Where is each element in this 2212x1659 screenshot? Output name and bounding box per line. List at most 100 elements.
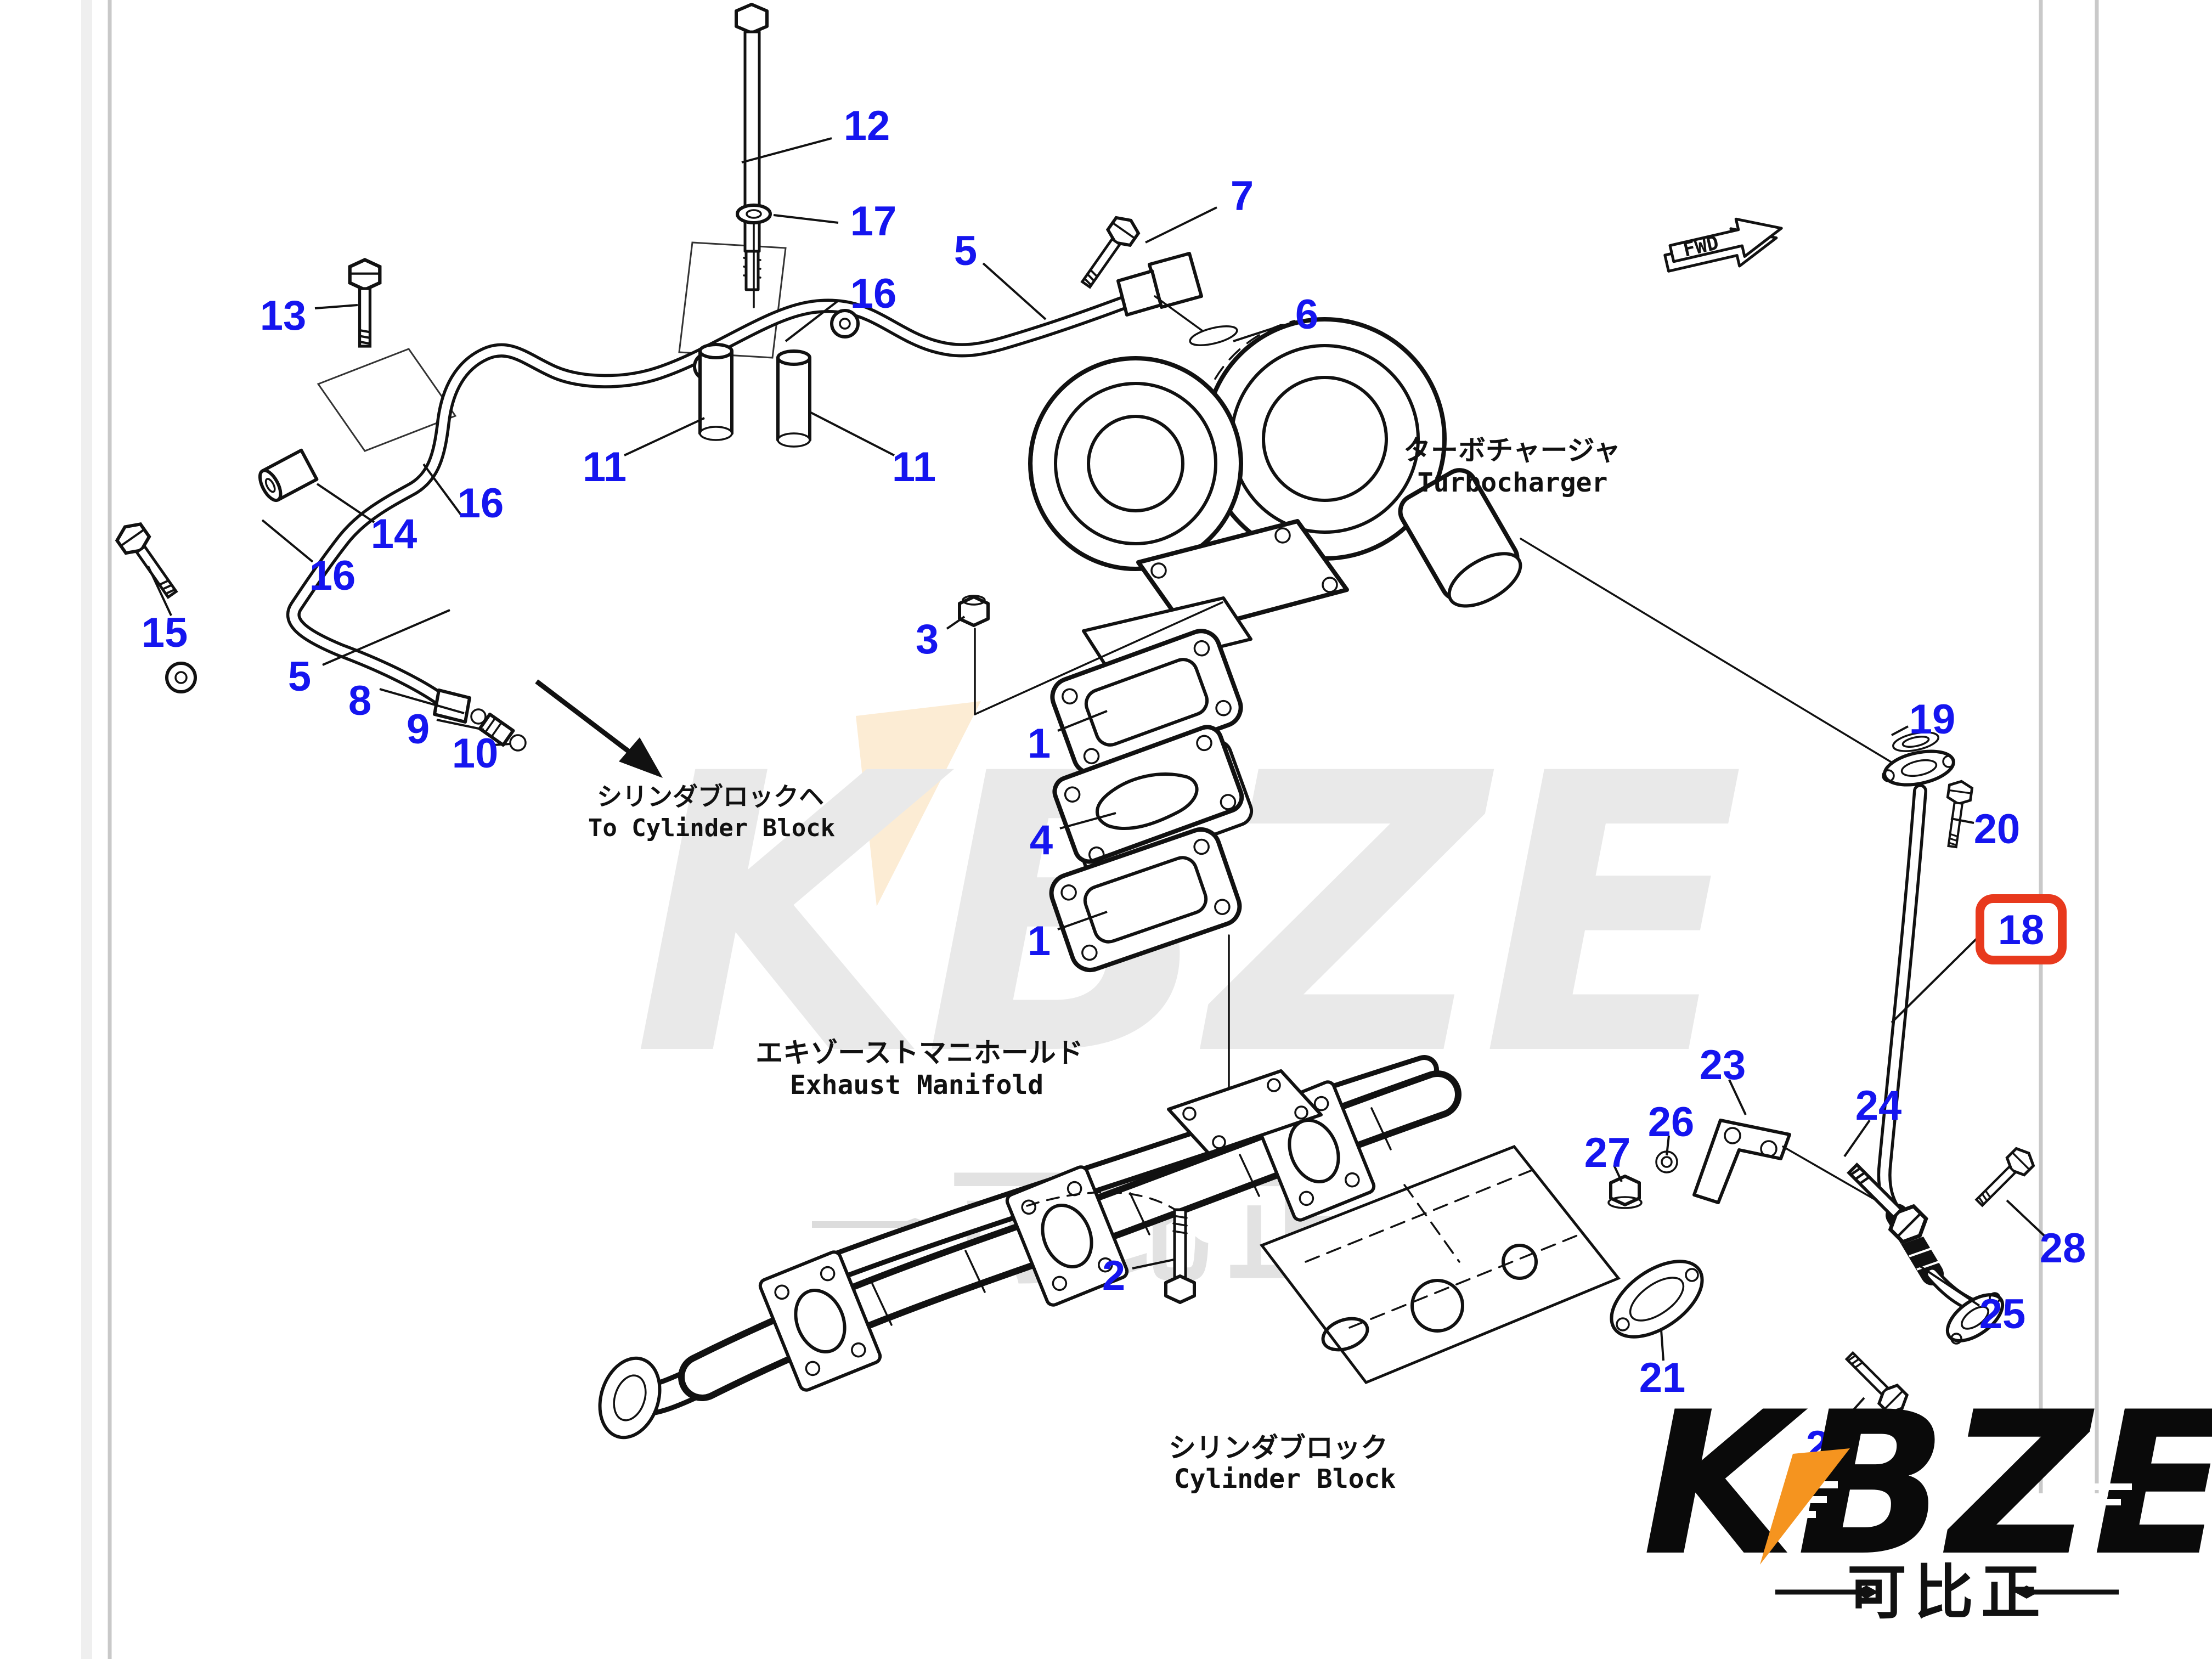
spacer-11-left [698, 343, 733, 441]
callout-26: 26 [1648, 1099, 1695, 1146]
callout-3: 3 [916, 616, 939, 663]
watermark-orange-wedge [856, 701, 981, 906]
leader-line-17 [773, 214, 839, 224]
leader-line-26 [1666, 1135, 1670, 1156]
turbine-housing [1028, 317, 1522, 608]
manifold-flange-2 [1005, 1165, 1129, 1307]
leader-line-24 [1843, 1119, 1871, 1158]
bolt-28 [1971, 1144, 2037, 1211]
compressor-housing [1028, 356, 1243, 571]
callout-9: 9 [407, 706, 430, 753]
callout-2: 2 [1102, 1252, 1125, 1299]
callout-11: 11 [583, 444, 627, 490]
callout-10: 10 [452, 730, 499, 777]
callout-4: 4 [1030, 817, 1053, 864]
leader-line-11 [810, 411, 895, 456]
manifold-rear-tube-core [792, 1060, 1434, 1289]
callout-17: 17 [850, 198, 897, 245]
leader-line-5 [982, 262, 1047, 320]
callout-21: 21 [1639, 1355, 1686, 1401]
brand-arrow-left-diamond-icon [1854, 1585, 1878, 1599]
cylinder-block-group [1260, 1144, 1621, 1385]
cylinder-block-outline [1260, 1144, 1621, 1385]
brand-logo-orange-wedge [1760, 1448, 1850, 1565]
leader-line-7 [1145, 206, 1217, 244]
label-cylinder-block-en: Cylinder Block [1174, 1464, 1396, 1494]
bolt-13 [350, 260, 380, 347]
callout-16: 16 [850, 270, 897, 317]
brand-logo-subtext: 可比正 [1847, 1558, 2048, 1627]
callout-12: 12 [844, 103, 890, 149]
callout-25: 25 [1979, 1291, 2026, 1338]
gasket-19 [1892, 731, 1939, 752]
leader-line-1 [1057, 710, 1108, 732]
clamp-plate-outline-left [317, 348, 457, 452]
connector-9 [478, 712, 515, 747]
callout-1: 1 [1028, 918, 1051, 964]
page-border [81, 0, 2099, 1659]
leader-line-15 [147, 566, 172, 616]
leader-line-16 [261, 519, 314, 563]
leader-line-6 [1233, 324, 1284, 342]
callout-15: 15 [142, 610, 188, 656]
bracket-link-line [1782, 1146, 1875, 1200]
o-ring-10 [509, 734, 527, 752]
callout-20: 20 [1974, 806, 2021, 853]
highlight-box-18 [1976, 894, 2067, 964]
bolt-15 [113, 519, 184, 603]
exhaust-manifold-group [598, 1055, 1462, 1440]
leader-line-28 [2006, 1199, 2046, 1238]
pipe-end-fitting-top [1116, 252, 1203, 317]
spacer-4 [1052, 725, 1254, 877]
oil-pipe-16-core [289, 285, 1163, 707]
label-exhaust-manifold-en: Exhaust Manifold [790, 1070, 1043, 1101]
bracket-23 [1692, 1119, 1791, 1204]
label-to-cylinder-block-ja: シリンダブロックヘ [597, 782, 824, 811]
drain-end-flange [1945, 1292, 2005, 1345]
cylinder-block-port-3 [1321, 1317, 1369, 1352]
callout-5: 5 [954, 228, 977, 274]
fwd-arrow-icon [1668, 217, 1783, 263]
callout-13: 13 [260, 292, 307, 339]
stud-2-link-dashed [1026, 1191, 1176, 1211]
leader-line-11 [624, 417, 705, 456]
to-cylinder-block-arrowhead-icon [619, 737, 663, 778]
washer-17 [736, 204, 772, 224]
leader-line-4 [1059, 812, 1116, 830]
gasket-21 [1610, 1260, 1704, 1339]
leader-line-12 [741, 137, 832, 163]
drain-pipe-flange [1882, 749, 1955, 787]
manifold-end-flange [598, 1356, 662, 1440]
nut-3 [958, 595, 990, 627]
leader-line-19 [1891, 725, 1909, 736]
cylinder-block-port-1 [1410, 1279, 1464, 1333]
callout-27: 27 [1584, 1130, 1631, 1176]
leader-line-14 [316, 483, 375, 523]
label-turbocharger-ja: ターボチャージャ [1403, 435, 1621, 466]
brand-logo: KBZE 可比正 [1643, 1369, 2212, 1627]
callout-5: 5 [288, 653, 311, 700]
seal-ring-6 [1189, 325, 1238, 347]
leader-line-2 [1132, 1259, 1175, 1269]
page-edge-band [81, 0, 92, 1659]
callout-19: 19 [1909, 696, 1956, 743]
leader-line-8 [379, 688, 465, 714]
leader-line-16 [785, 300, 839, 342]
drain-pipe-18-core [1880, 787, 1925, 1220]
o-ring-8 [470, 708, 487, 725]
callout-23: 23 [1700, 1042, 1746, 1088]
leader-line-5 [322, 609, 450, 666]
turbo-foot-plate [1082, 596, 1252, 675]
manifold-flange-1 [758, 1250, 882, 1392]
callout-6: 6 [1295, 291, 1318, 338]
label-turbocharger-en: Turbocharger [1418, 467, 1608, 498]
pipe-tab-lugs [165, 309, 860, 693]
callout-18: 18 [1998, 907, 2045, 953]
leader-line-22 [1835, 1397, 1865, 1431]
brand-logo-arrows [1775, 1585, 2119, 1599]
callout-8: 8 [348, 678, 371, 724]
stud-bolt-2 [1164, 1208, 1196, 1304]
cylinder-block-port-2 [1502, 1244, 1538, 1280]
